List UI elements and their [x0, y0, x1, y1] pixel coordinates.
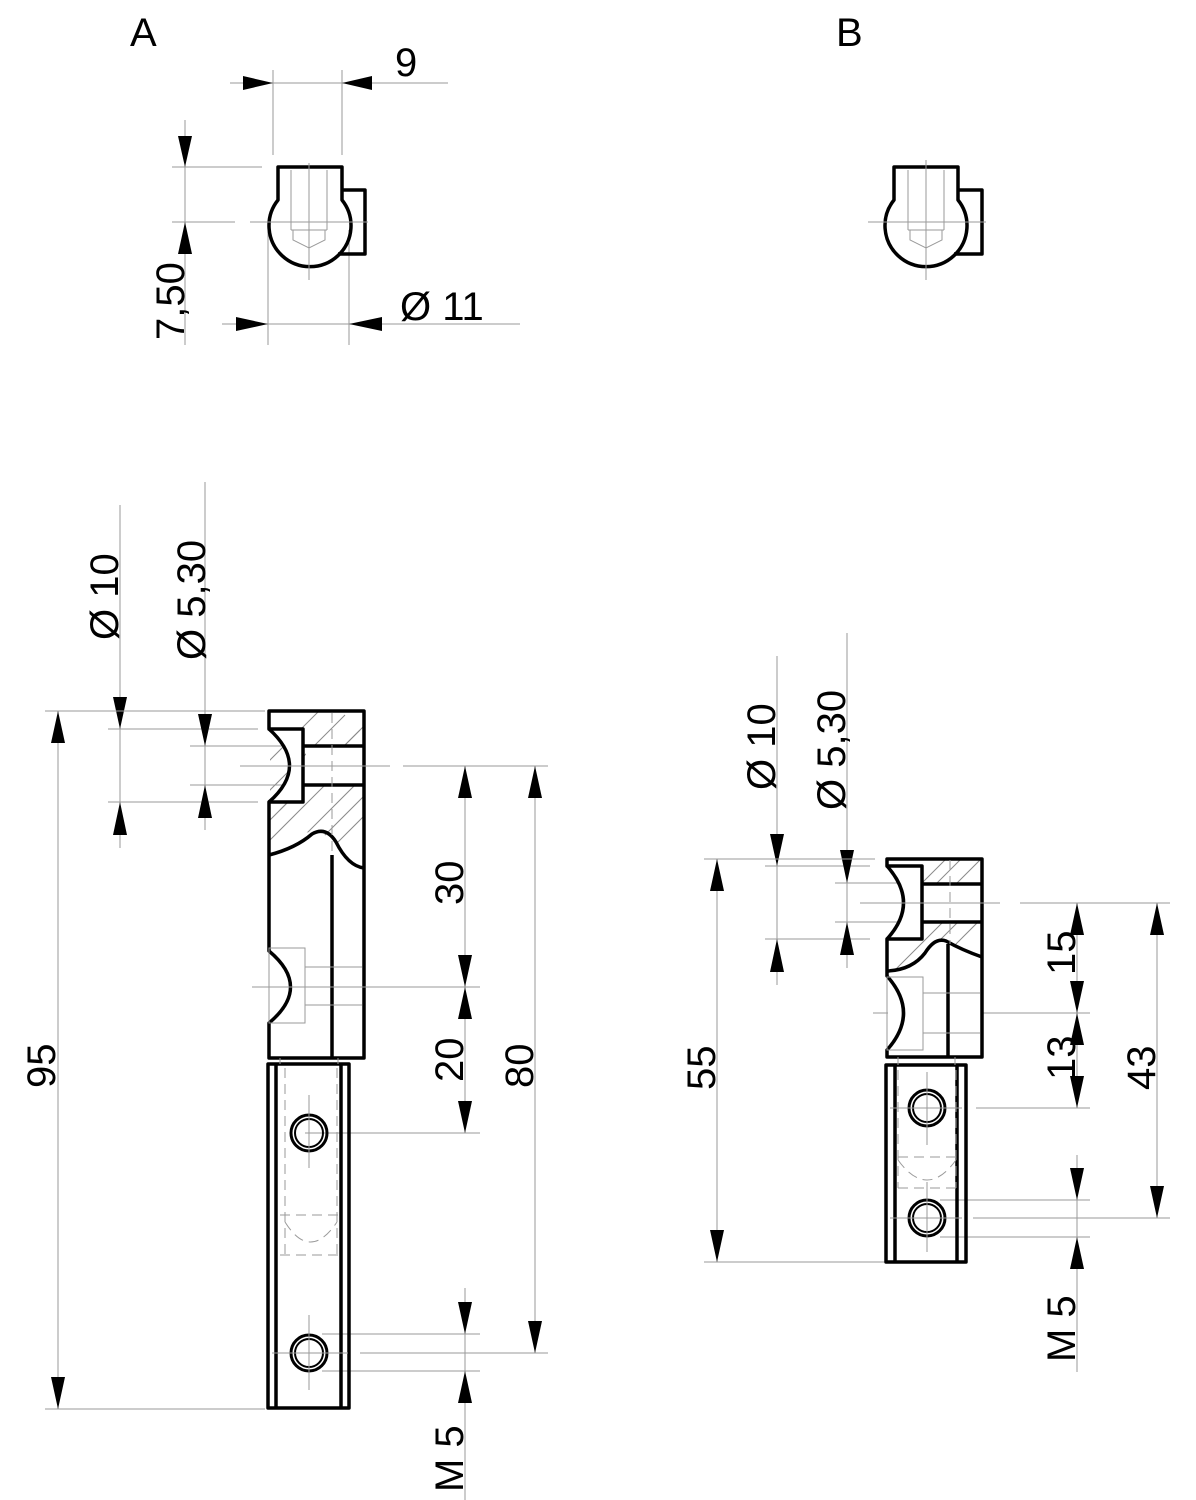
dim-a-spacing-30: 30 [428, 861, 472, 906]
dim-offset-750: 7,50 [149, 262, 193, 340]
view-label-a: A [130, 11, 157, 55]
view-b-top [868, 160, 986, 280]
dim-a-spacing-20: 20 [428, 1038, 472, 1083]
dim-a-overall-95: 95 [20, 1044, 64, 1089]
dim-a-thread-m5: M 5 [428, 1425, 472, 1492]
dim-diameter-11: Ø 11 [400, 285, 484, 329]
dim-a-diameter-530: Ø 5,30 [170, 540, 214, 660]
dim-b-thread-m5: M 5 [1040, 1295, 1084, 1362]
dim-b-span-43: 43 [1120, 1046, 1164, 1091]
dim-a-diameter-10: Ø 10 [83, 553, 127, 640]
view-b-side: Ø 10 Ø 5,30 55 15 13 43 [680, 633, 1170, 1372]
dim-b-diameter-530: Ø 5,30 [810, 690, 854, 810]
view-a-top: 9 7,50 Ø 11 [149, 41, 520, 345]
dim-b-overall-55: 55 [680, 1046, 724, 1091]
dim-b-spacing-15: 15 [1040, 931, 1084, 976]
dim-width-9: 9 [395, 41, 417, 85]
dim-b-spacing-13: 13 [1040, 1036, 1084, 1081]
view-label-b: B [836, 11, 863, 55]
dim-b-diameter-10: Ø 10 [740, 703, 784, 790]
dim-a-span-80: 80 [498, 1044, 542, 1089]
view-a-side: Ø 10 Ø 5,30 95 30 20 80 [20, 482, 548, 1500]
